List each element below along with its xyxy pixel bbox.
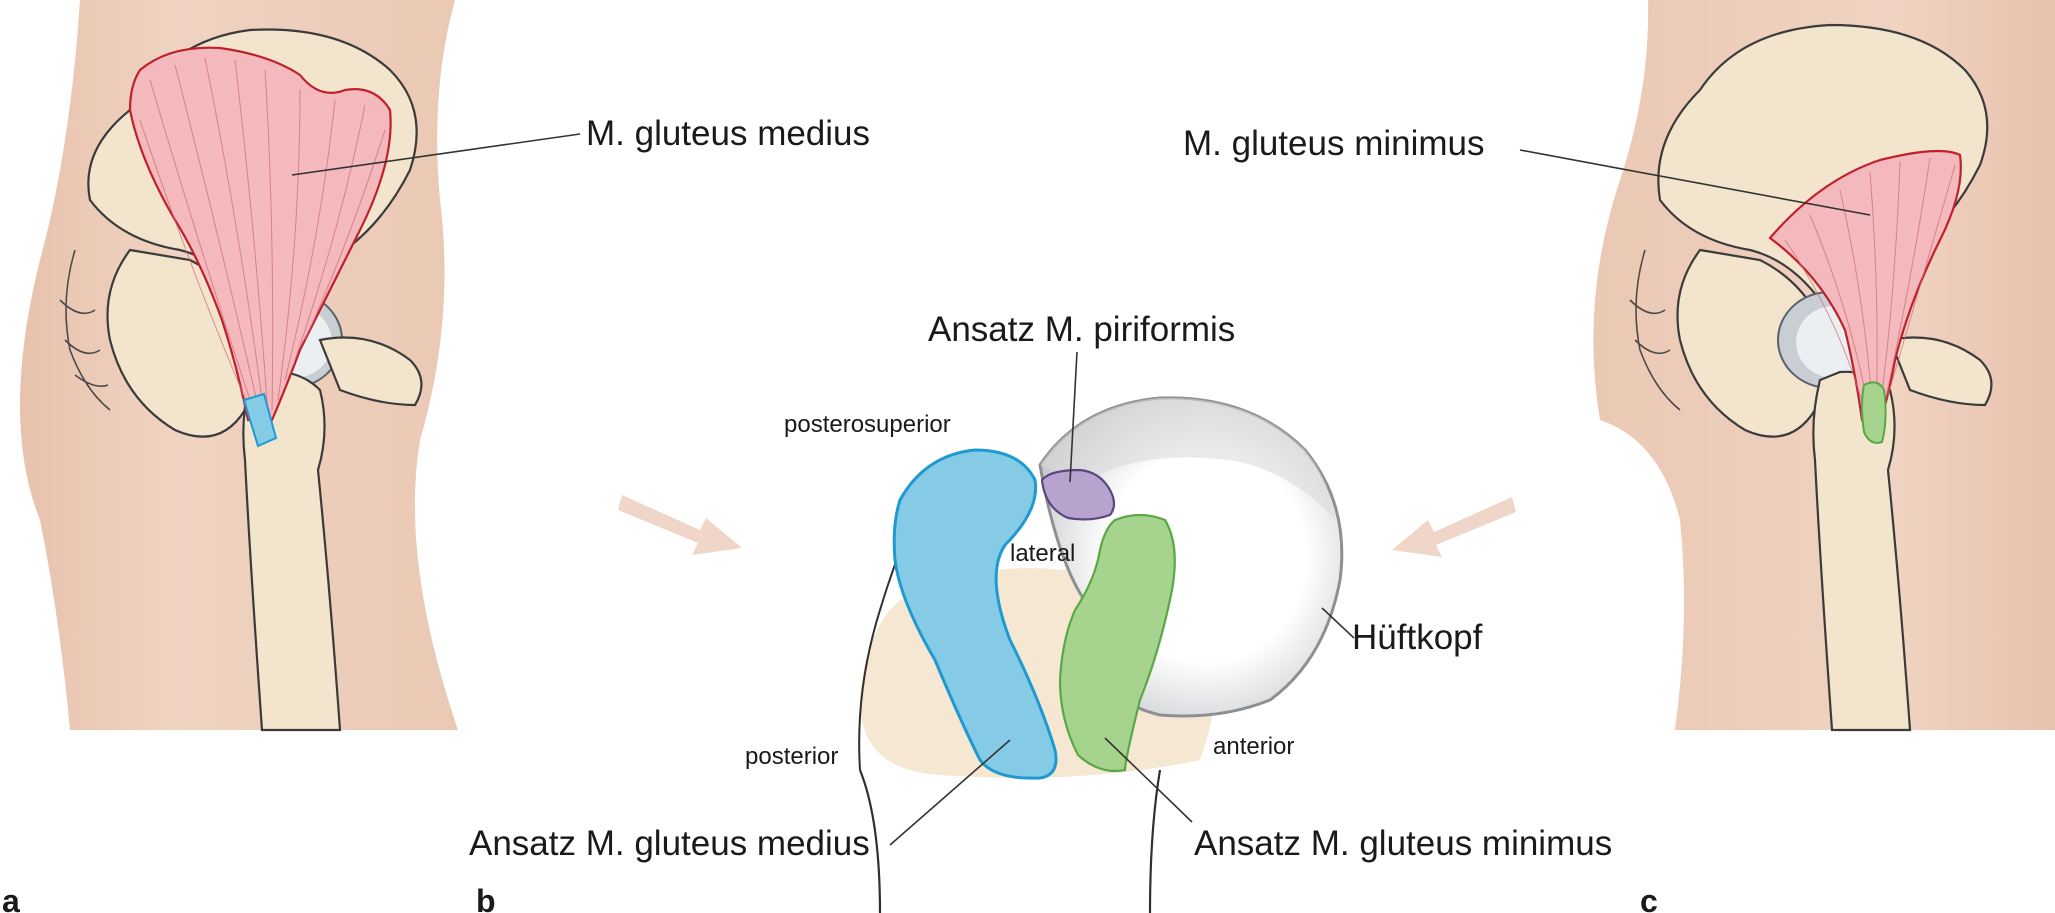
gluteus-minimus-insertion-c bbox=[1861, 381, 1887, 444]
label-ansatz-gluteus-medius: Ansatz M. gluteus medius bbox=[469, 824, 870, 863]
panel-letter-b: b bbox=[476, 883, 496, 913]
label-gluteus-minimus: M. gluteus minimus bbox=[1183, 124, 1484, 163]
femur-bone-c bbox=[1812, 370, 1912, 732]
direction-arrow-left bbox=[618, 495, 742, 555]
leader-ansatz-minimus bbox=[1104, 737, 1193, 823]
leader-piriformis bbox=[1069, 351, 1078, 483]
direction-arrow-right bbox=[1392, 497, 1516, 557]
panel-c-illustration bbox=[1519, 0, 2055, 732]
gluteus-medius-insertion bbox=[892, 448, 1058, 780]
label-anterior: anterior bbox=[1213, 733, 1294, 760]
label-ansatz-gluteus-minimus: Ansatz M. gluteus minimus bbox=[1194, 824, 1612, 863]
label-posterior: posterior bbox=[745, 743, 838, 770]
label-lateral: lateral bbox=[1010, 540, 1075, 567]
label-gluteus-medius: M. gluteus medius bbox=[586, 114, 870, 153]
gluteus-minimus-insertion bbox=[1058, 513, 1176, 773]
femoral-neck-shadow bbox=[1040, 397, 1335, 520]
muscle-fibers-c bbox=[1784, 157, 1956, 416]
panel-a-illustration bbox=[20, 0, 581, 732]
piriformis-insertion bbox=[1040, 468, 1116, 521]
sacrum-lines bbox=[59, 249, 111, 411]
label-ansatz-piriformis: Ansatz M. piriformis bbox=[928, 310, 1235, 349]
label-posterosuperior: posterosuperior bbox=[784, 411, 951, 438]
pubic-ramus bbox=[318, 336, 423, 407]
gluteus-minimus-muscle bbox=[1768, 149, 1962, 422]
panel-b-illustration bbox=[858, 351, 1355, 913]
leader-hueftkopf bbox=[1321, 607, 1355, 639]
leader-ansatz-medius bbox=[889, 739, 1011, 846]
label-hueftkopf: Hüftkopf bbox=[1352, 618, 1483, 657]
muscle-fibers-a bbox=[139, 57, 386, 416]
femur-bone bbox=[242, 370, 342, 732]
panel-letter-a: a bbox=[2, 883, 20, 913]
femur-shaft-outline bbox=[858, 769, 1162, 913]
panel-letter-c: c bbox=[1640, 883, 1658, 913]
gluteus-medius-insertion-a bbox=[242, 392, 278, 448]
